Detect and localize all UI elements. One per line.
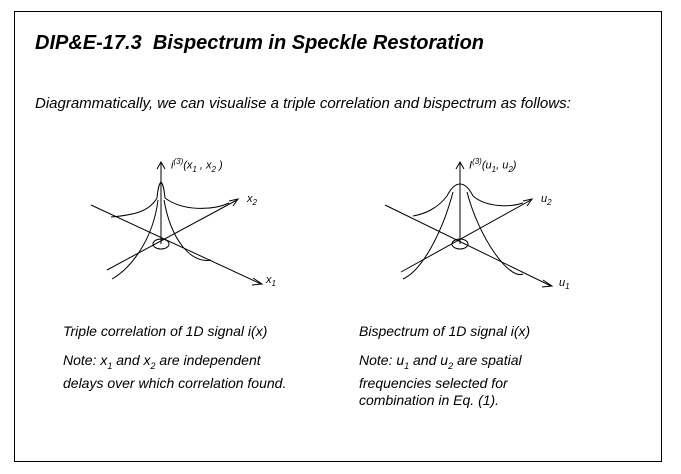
right-note: Note: u1 and u2 are spatial frequencies … <box>359 352 522 408</box>
vertical-axis-label: I(3)(u1, u2) <box>469 157 517 174</box>
peak-left-edge <box>156 181 162 199</box>
ridge-lower-right <box>163 199 212 261</box>
ridge-left <box>412 195 448 217</box>
u2-axis-arrowhead <box>522 198 534 207</box>
intro-text: Diagrammatically, we can visualise a tri… <box>35 95 571 112</box>
u2-axis-label: u2 <box>541 193 552 208</box>
x1-axis-label: x1 <box>266 274 276 289</box>
u2-axis <box>400 199 532 273</box>
bispectrum-surface <box>384 160 554 288</box>
triple-correlation-diagram: i(3)(x1 , x2 ) x2 x1 <box>89 157 289 305</box>
left-caption: Triple correlation of 1D signal i(x) <box>63 323 268 339</box>
x2-axis-arrowhead <box>228 198 240 207</box>
ridge-lower-right <box>466 191 524 275</box>
slide: DIP&E-17.3 Bispectrum in Speckle Restora… <box>14 11 662 462</box>
origin-marker <box>152 238 170 250</box>
ridge-left <box>110 197 158 218</box>
x2-axis <box>106 199 238 271</box>
ridge-upper-right <box>472 195 524 207</box>
left-note: Note: x1 and x2 are independent delays o… <box>63 352 287 391</box>
u1-axis-arrowhead <box>541 279 554 288</box>
vertical-axis-label: i(3)(x1 , x2 ) <box>171 157 223 174</box>
ridge-lower-left <box>111 199 159 280</box>
vertical-axis-arrowhead <box>156 160 166 170</box>
ridge-lower-left <box>402 191 454 280</box>
slide-title: DIP&E-17.3 Bispectrum in Speckle Restora… <box>35 32 485 54</box>
peak-cap <box>446 183 474 197</box>
x1-axis-arrowhead <box>251 277 264 286</box>
right-caption: Bispectrum of 1D signal i(x) <box>359 323 531 339</box>
x2-axis-label: x2 <box>247 193 257 208</box>
triple-correlation-surface <box>90 160 264 286</box>
vertical-axis-arrowhead <box>455 160 465 170</box>
x1-axis <box>90 204 262 285</box>
peak-right-edge <box>160 181 166 199</box>
ridge-upper-right <box>164 197 230 209</box>
origin-marker <box>451 238 469 250</box>
u1-axis-label: u1 <box>559 277 570 292</box>
bispectrum-diagram: I(3)(u1, u2) u2 u1 <box>383 157 583 305</box>
